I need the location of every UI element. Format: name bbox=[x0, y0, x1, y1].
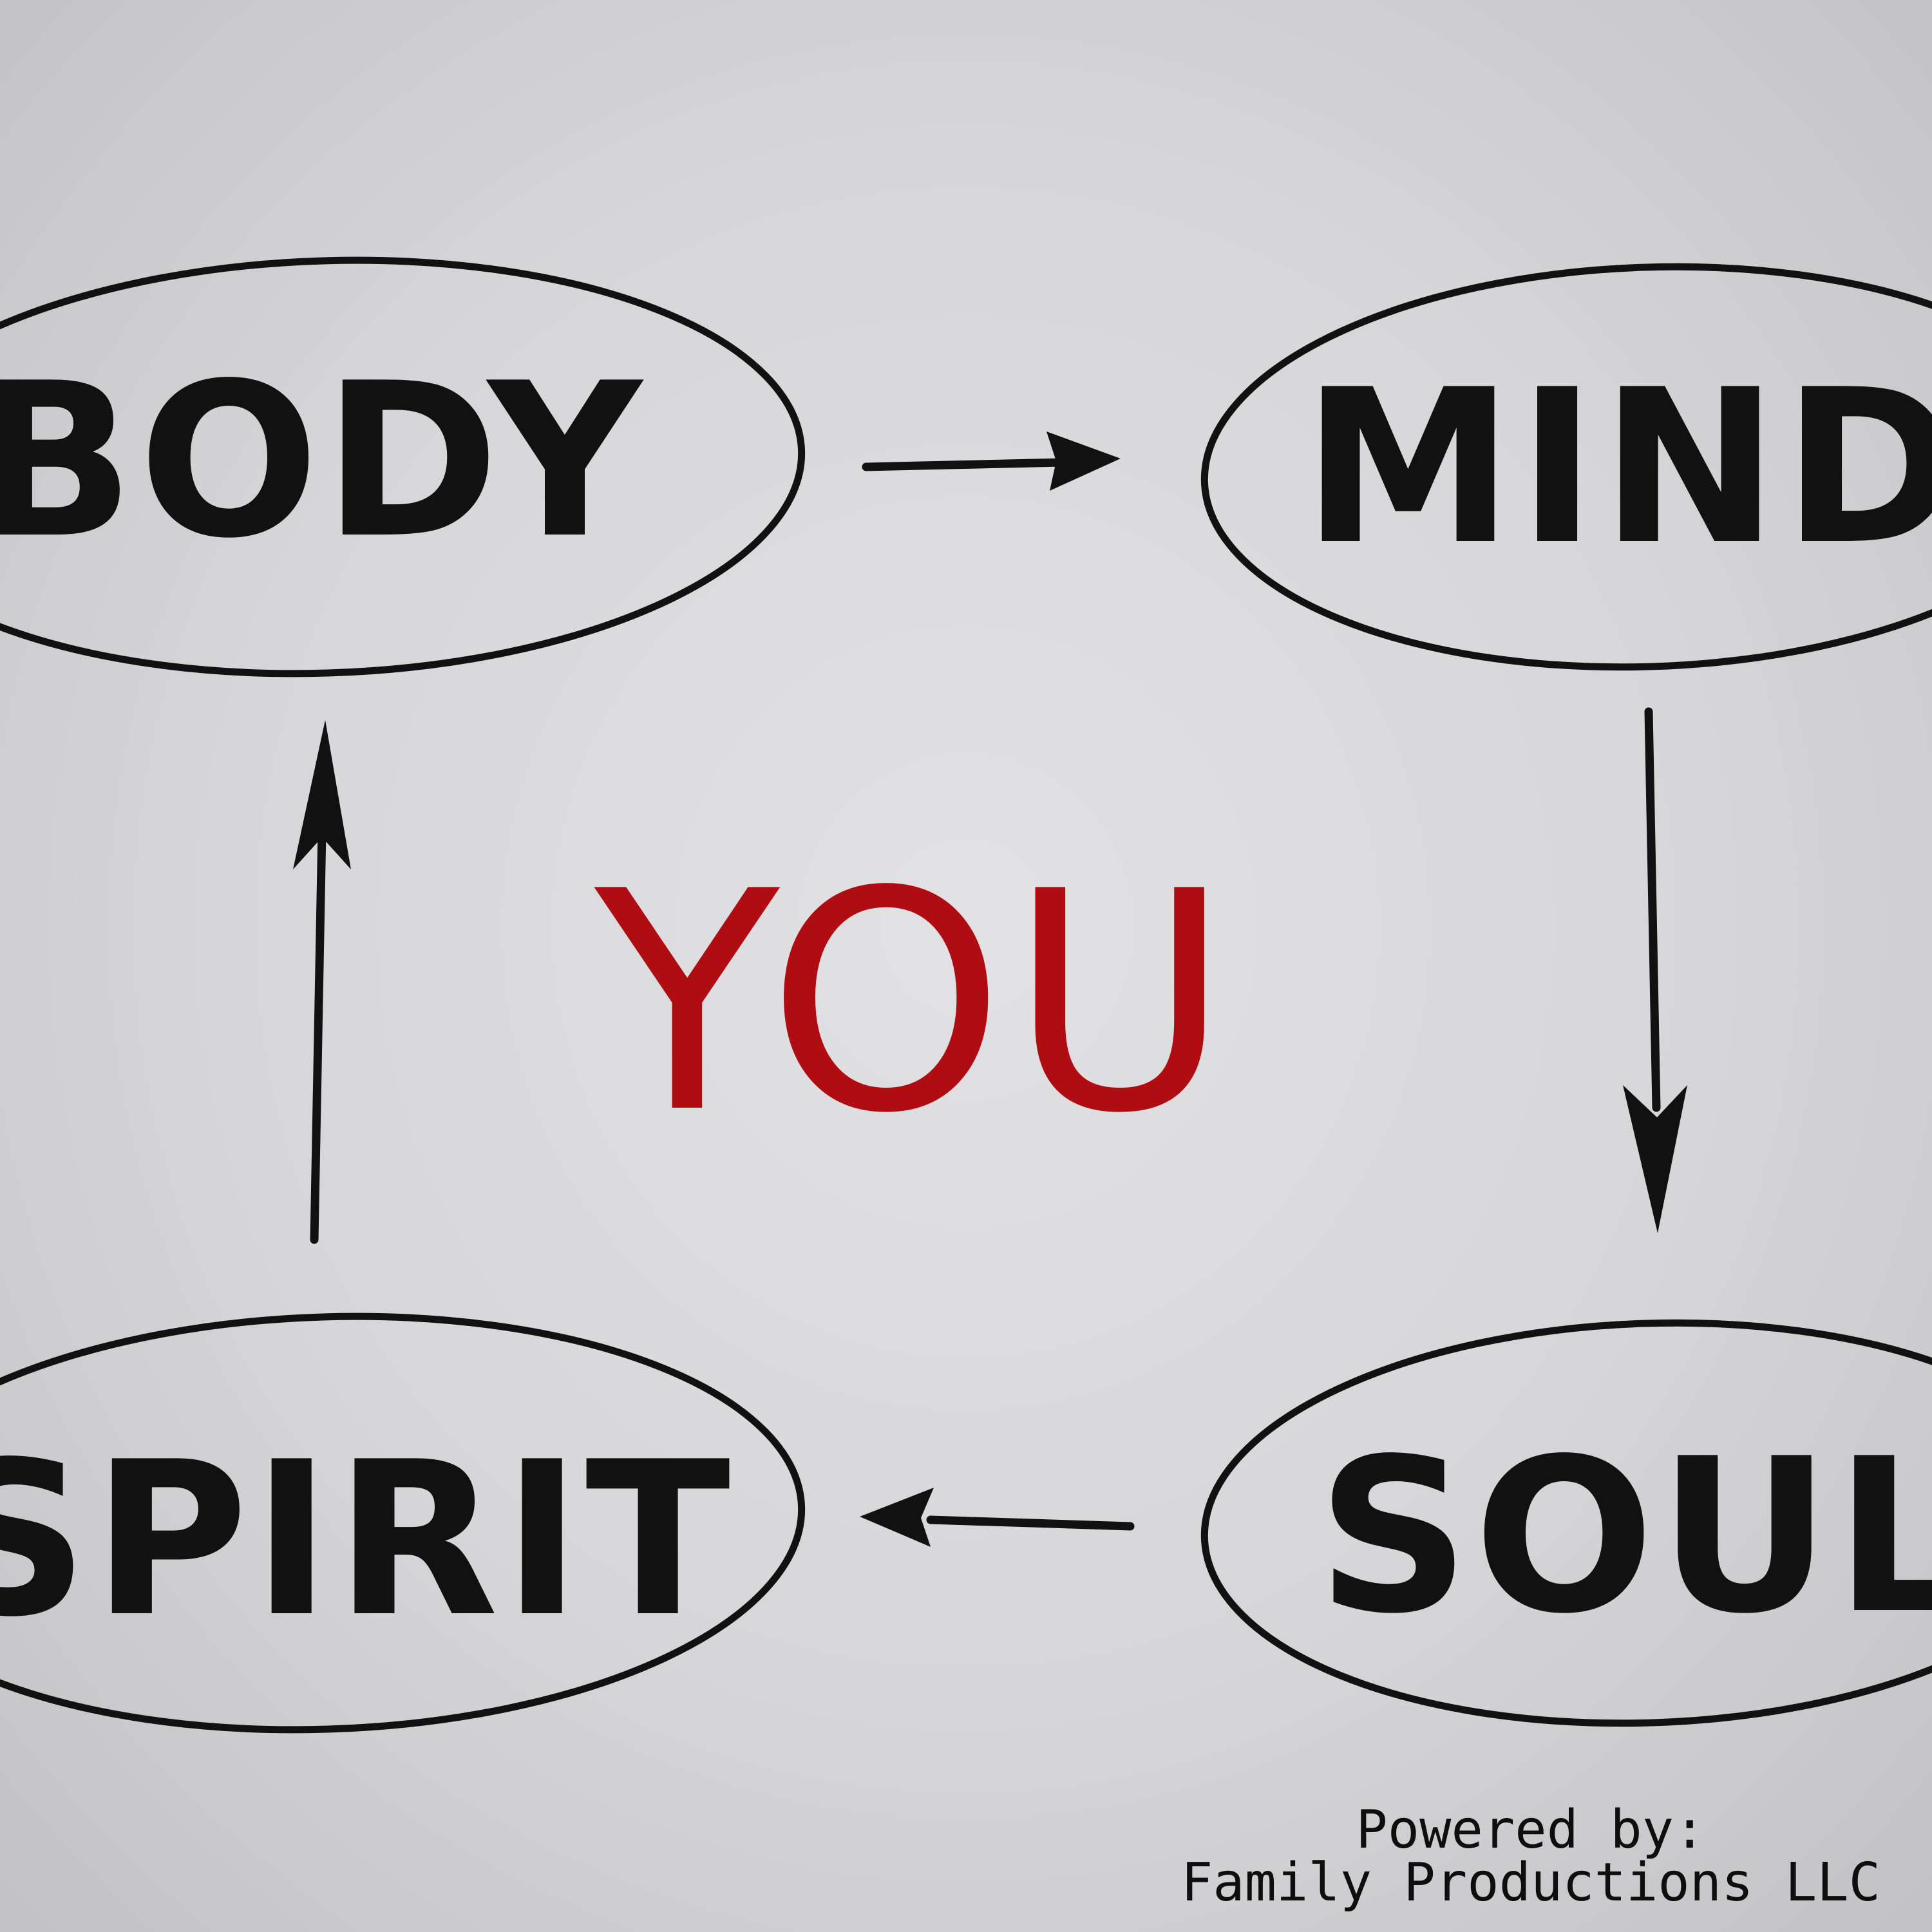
soul-oval bbox=[1200, 1319, 1932, 1727]
arrow-soul-to-spirit bbox=[860, 1488, 1135, 1547]
body-oval bbox=[0, 256, 806, 677]
center-label: YOU bbox=[590, 827, 1235, 1179]
credit-line-powered-by: Powered by: bbox=[1356, 1799, 1706, 1861]
mind-label: MIND bbox=[1302, 344, 1932, 591]
node-spirit: SPIRIT bbox=[0, 1312, 806, 1734]
spirit-oval bbox=[0, 1312, 806, 1734]
arrow-mind-to-soul bbox=[1623, 707, 1687, 1233]
node-body: BODY bbox=[0, 256, 806, 677]
node-soul: SOUL bbox=[1200, 1319, 1932, 1727]
node-mind: MIND bbox=[1200, 263, 1932, 671]
arrow-body-to-mind bbox=[862, 431, 1121, 491]
mind-oval bbox=[1200, 263, 1932, 671]
spirit-label: SPIRIT bbox=[0, 1416, 734, 1663]
credit-line-company: Family Productions LLC bbox=[1180, 1852, 1880, 1913]
arrow-spirit-to-body bbox=[293, 720, 351, 1244]
soul-label: SOUL bbox=[1317, 1413, 1932, 1660]
credit-block: Powered by: Family Productions LLC bbox=[1181, 1804, 1880, 1909]
body-label: BODY bbox=[0, 337, 645, 585]
